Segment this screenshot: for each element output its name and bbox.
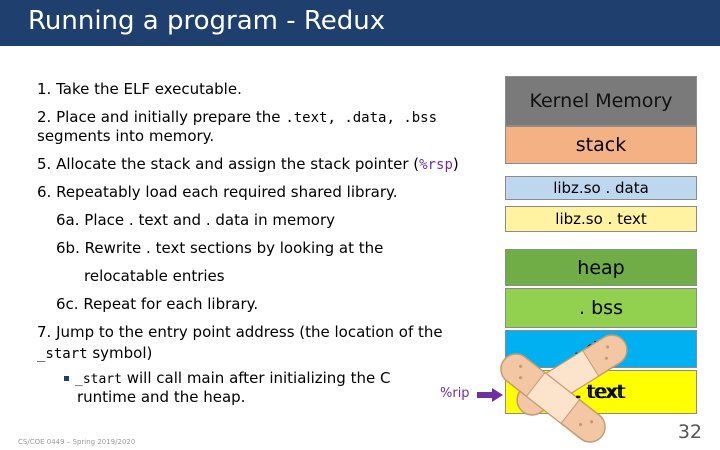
step-6b-cont: relocatable entries (84, 267, 225, 285)
memory-lib-data: libz.so . data (505, 176, 697, 200)
bullet: _start will call main after initializing… (64, 369, 390, 389)
step-2-code: .text, .data, .bss (285, 110, 438, 126)
step-5: 5. Allocate the stack and assign the sta… (37, 155, 459, 175)
slide-title: Running a program - Redux (28, 6, 386, 36)
memory-lib-text: libz.so . text (505, 206, 697, 232)
bullet-icon (64, 376, 69, 381)
step-6b: 6b. Rewrite . text sections by looking a… (56, 239, 384, 257)
bullet-text: will call main after initializing the C (121, 369, 391, 387)
step-2: 2. Place and initially prepare the .text… (37, 108, 437, 128)
memory-stack: stack (505, 126, 697, 164)
step-5-end: ) (452, 155, 459, 173)
step-6: 6. Repeatably load each required shared … (37, 183, 398, 201)
memory-data: . data (505, 330, 697, 368)
page-number: 32 (677, 421, 702, 443)
memory-heap: heap (505, 249, 697, 286)
step-2-cont: segments into memory. (37, 127, 215, 145)
rip-label: %rip (440, 386, 470, 401)
step-6a: 6a. Place . text and . data in memory (56, 211, 336, 229)
step-7-cont: _start symbol) (37, 344, 152, 364)
title-bar: Running a program - Redux (0, 0, 720, 46)
bullet-code: _start (75, 372, 122, 387)
step-1: 1. Take the ELF executable. (37, 80, 242, 98)
step-7-end: symbol) (87, 344, 153, 362)
arrow-right-icon (477, 388, 503, 402)
footer: CS/COE 0449 – Spring 2019/2020 (18, 438, 136, 446)
memory-bss: . bss (505, 288, 697, 328)
step-5-text: 5. Allocate the stack and assign the sta… (37, 155, 420, 173)
memory-kernel: Kernel Memory (505, 76, 697, 126)
step-7: 7. Jump to the entry point address (the … (37, 323, 443, 341)
bullet-cont: runtime and the heap. (77, 388, 246, 406)
step-6c: 6c. Repeat for each library. (56, 295, 259, 313)
step-5-code: %rsp (419, 157, 453, 173)
step-7-code: _start (37, 346, 88, 362)
memory-text: . text (505, 370, 697, 414)
step-2-text: 2. Place and initially prepare the (37, 108, 286, 126)
